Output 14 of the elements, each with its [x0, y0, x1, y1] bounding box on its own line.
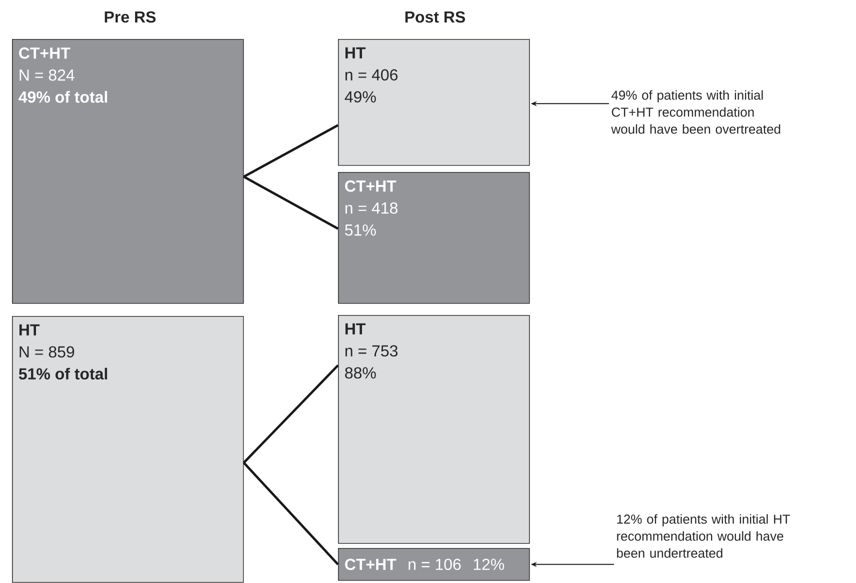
- result-box: CT+HT n = 106 12%: [338, 548, 530, 581]
- note-text: 49% of patients with initial CT+HT recommendation would have been overtreated: [611, 90, 780, 134]
- result-box: HT n = 406 49%: [338, 39, 530, 166]
- result-box: CT+HT N = 824 49% of total: [12, 39, 244, 304]
- connector-line: [242, 462, 339, 566]
- connector-line: [243, 176, 339, 230]
- result-box: HT n = 753 88%: [338, 315, 530, 544]
- result-box: CT+HT n = 418 51%: [338, 172, 530, 304]
- column-heading: Post RS: [405, 11, 466, 23]
- note-text: 12% of patients with initial HT recommendation would have been undertreated: [617, 514, 790, 558]
- connector-line: [243, 124, 339, 178]
- result-box: HT N = 859 51% of total: [12, 316, 244, 583]
- connector-line: [242, 364, 339, 464]
- column-heading: Pre RS: [104, 11, 156, 23]
